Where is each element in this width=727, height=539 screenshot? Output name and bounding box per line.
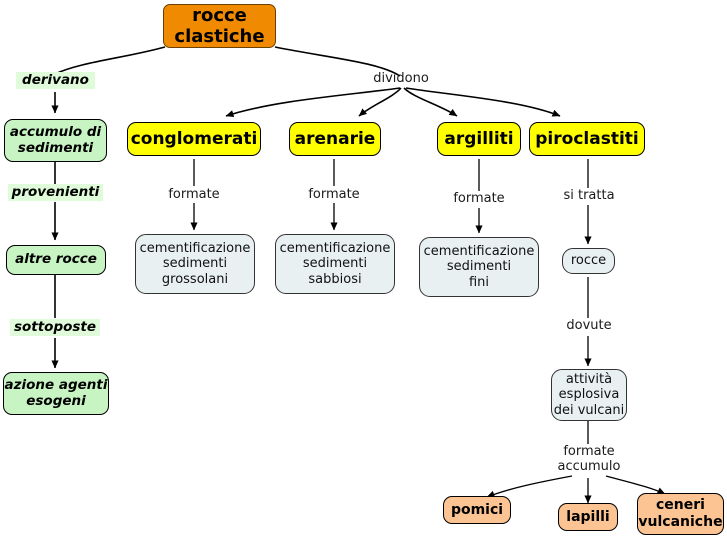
link-label-formate-conglomerati: formate bbox=[168, 187, 220, 202]
edge-dividono-to-argilliti bbox=[403, 87, 458, 117]
edge-accumulo-to-ceneri bbox=[605, 475, 666, 495]
link-label-dovute: dovute bbox=[566, 318, 612, 333]
link-label-si-tratta: si tratta bbox=[563, 188, 615, 203]
node-lapilli[interactable]: lapilli bbox=[558, 503, 618, 531]
node-rocce-clastiche[interactable]: rocce clastiche bbox=[163, 4, 276, 48]
node-cementificazione-sedimenti-sabbiosi[interactable]: cementificazione sedimenti sabbiosi bbox=[275, 234, 395, 294]
node-accumulo-di-sedimenti[interactable]: accumulo di sedimenti bbox=[4, 119, 107, 162]
node-piroclastiti[interactable]: piroclastiti bbox=[529, 122, 645, 156]
link-label-formate-arenarie: formate bbox=[308, 187, 360, 202]
node-argilliti[interactable]: argilliti bbox=[437, 122, 521, 156]
edge-dividono-to-conglomerati bbox=[225, 87, 401, 118]
edge-root-to-accumulo bbox=[54, 46, 166, 75]
node-altre-rocce[interactable]: altre rocce bbox=[6, 245, 106, 275]
node-pomici[interactable]: pomici bbox=[443, 496, 511, 524]
node-rocce[interactable]: rocce bbox=[562, 248, 615, 274]
node-ceneri-vulcaniche[interactable]: ceneri vulcaniche bbox=[637, 493, 724, 535]
node-cementificazione-sedimenti-grossolani[interactable]: cementificazione sedimenti grossolani bbox=[135, 234, 255, 294]
node-arenarie[interactable]: arenarie bbox=[289, 122, 381, 156]
link-label-formate-accumulo: formate accumulo bbox=[557, 444, 621, 474]
link-label-dividono: dividono bbox=[373, 71, 429, 86]
link-label-derivano: derivano bbox=[16, 72, 95, 90]
edge-accumulo-to-pomici bbox=[486, 475, 573, 498]
link-label-sottoposte: sottoposte bbox=[10, 319, 100, 337]
node-cementificazione-sedimenti-fini[interactable]: cementificazione sedimenti fini bbox=[419, 237, 539, 297]
link-label-formate-argilliti: formate bbox=[453, 191, 505, 206]
node-attivita-esplosiva-dei-vulcani[interactable]: attività esplosiva dei vulcani bbox=[551, 369, 627, 421]
edge-dividono-to-piroclastiti bbox=[405, 87, 561, 117]
link-label-provenienti: provenienti bbox=[8, 184, 103, 202]
node-conglomerati[interactable]: conglomerati bbox=[127, 122, 261, 156]
node-azione-agenti-esogeni[interactable]: azione agenti esogeni bbox=[3, 372, 109, 415]
edge-dividono-to-arenarie bbox=[358, 87, 402, 117]
